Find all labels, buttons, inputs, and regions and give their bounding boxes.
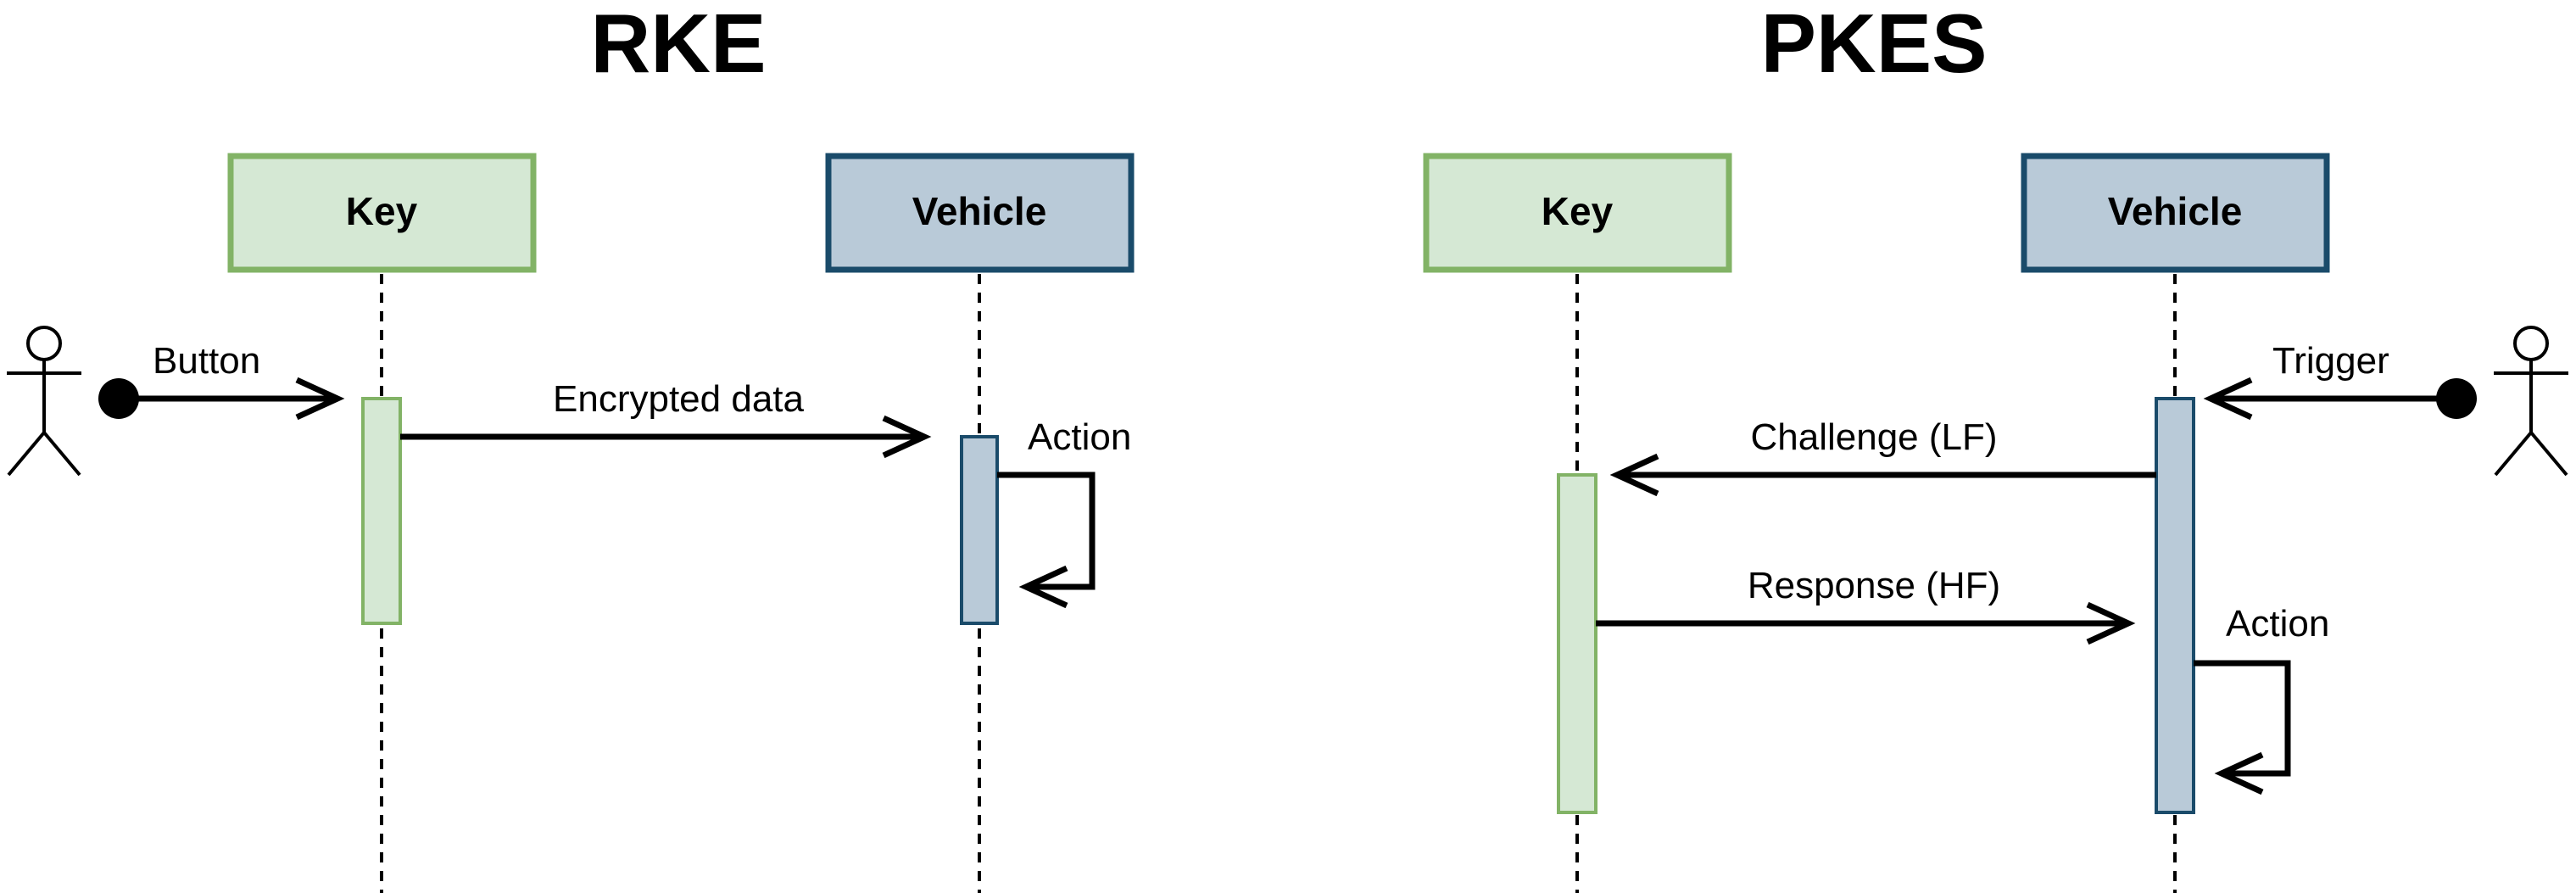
rke-key-label: Key	[346, 189, 418, 233]
rke-key-box	[227, 153, 537, 273]
rke-button-label: Button	[153, 340, 260, 382]
pkes-vehicle-box	[2021, 153, 2330, 273]
pkes-challenge-label: Challenge (LF)	[1750, 416, 1997, 458]
pkes-challenge-message: Challenge (LF)	[1609, 416, 2156, 497]
pkes-vehicle-participant: Vehicle	[2021, 153, 2330, 273]
rke-key-activation	[361, 397, 402, 625]
rke-encrypted-arrowhead-icon	[882, 415, 932, 459]
rke-title: RKE	[591, 0, 767, 90]
pkes-key-label: Key	[1542, 189, 1614, 233]
pkes-diagram: PKES Key Vehicle Trigger	[1423, 0, 2568, 893]
rke-vehicle-label: Vehicle	[912, 189, 1047, 233]
rke-vehicle-box	[825, 153, 1135, 273]
rke-button-message: Button	[98, 340, 345, 421]
rke-button-arrowhead-icon	[295, 377, 345, 421]
rke-diagram: RKE Key Vehicle Button	[7, 0, 1135, 893]
pkes-response-message: Response (HF)	[1596, 565, 2136, 645]
rke-encrypted-message: Encrypted data	[400, 378, 932, 459]
pkes-action-label: Action	[2226, 603, 2329, 645]
rke-vehicle-activation	[960, 435, 999, 625]
pkes-response-arrowhead-icon	[2086, 601, 2136, 645]
pkes-vehicle-activation	[2155, 397, 2195, 814]
pkes-action-arrowhead-icon	[2214, 751, 2264, 795]
pkes-vehicle-label: Vehicle	[2108, 189, 2243, 233]
rke-action-arrowhead-icon	[1018, 565, 1068, 609]
rke-key-participant: Key	[227, 153, 537, 273]
rke-vehicle-participant: Vehicle	[825, 153, 1135, 273]
rke-action-message: Action	[997, 416, 1131, 609]
pkes-title: PKES	[1761, 0, 1988, 90]
rke-user-actor-icon	[7, 326, 81, 477]
pkes-key-box	[1423, 153, 1732, 273]
pkes-trigger-message: Trigger	[2203, 340, 2477, 421]
pkes-trigger-label: Trigger	[2272, 340, 2389, 382]
pkes-user-actor-icon	[2494, 326, 2568, 477]
pkes-trigger-arrowhead-icon	[2203, 377, 2253, 421]
pkes-response-label: Response (HF)	[1748, 565, 2000, 606]
pkes-key-participant: Key	[1423, 153, 1732, 273]
pkes-challenge-arrowhead-icon	[1609, 453, 1659, 497]
pkes-action-message: Action	[2194, 603, 2329, 795]
pkes-key-activation	[1557, 473, 1597, 814]
rke-action-label: Action	[1028, 416, 1131, 458]
rke-encrypted-label: Encrypted data	[553, 378, 804, 420]
